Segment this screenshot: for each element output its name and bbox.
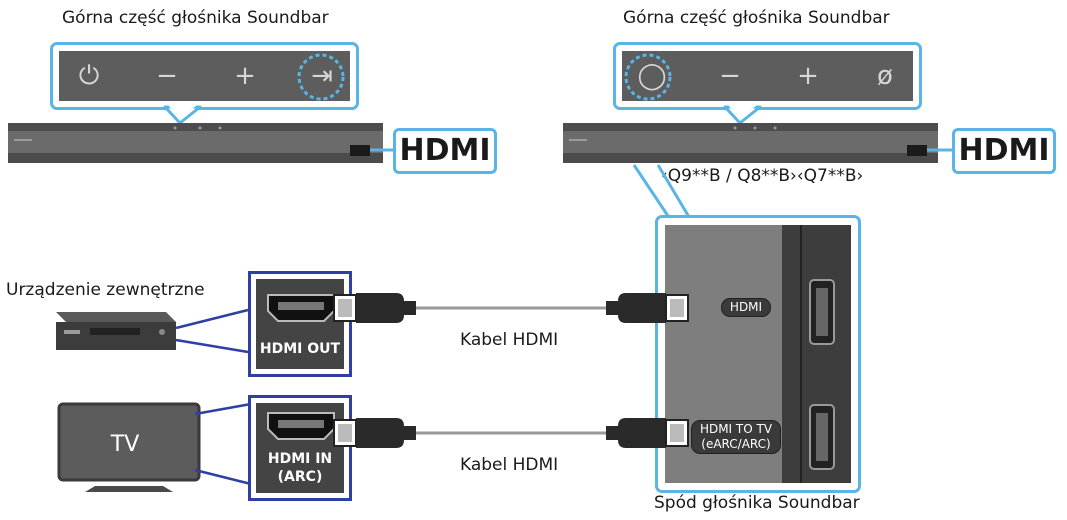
soundbar-hdmi-label: HDMI	[721, 298, 771, 317]
cable-label-1: Kabel HDMI	[460, 330, 559, 350]
tv-icon	[57, 402, 252, 492]
hdmi-out-label: HDMI OUT	[259, 341, 341, 357]
volume-up-icon[interactable]: +	[797, 61, 819, 91]
multifunction-highlight-circle	[624, 53, 672, 101]
mic-off-icon[interactable]: ø	[877, 61, 893, 91]
hdmi-in-label-line2: (ARC)	[277, 469, 323, 485]
volume-up-icon[interactable]: +	[234, 61, 256, 91]
external-device-icon	[56, 308, 249, 354]
cable-label-2: Kabel HDMI	[460, 455, 559, 475]
hdmi-cable-1	[333, 293, 689, 323]
caption-external-device: Urządzenie zewnętrzne	[6, 280, 205, 300]
bottom-panel-edge	[800, 225, 802, 483]
volume-down-icon[interactable]: −	[156, 61, 178, 91]
caption-top-left: Górna część głośnika Soundbar	[62, 8, 329, 28]
hdmi-in-port-surface: HDMI IN (ARC)	[256, 403, 344, 493]
soundbar-right	[563, 105, 953, 163]
soundbar-left	[8, 105, 395, 163]
caption-top-right: Górna część głośnika Soundbar	[623, 8, 890, 28]
top-control-panel-left: ⏻ − + ⇥	[50, 42, 359, 110]
control-panel-surface: ⏻ − + ⇥	[59, 51, 350, 101]
volume-down-icon[interactable]: −	[719, 61, 741, 91]
hdmi-port-icon	[267, 294, 335, 322]
source-highlight-circle	[297, 53, 345, 101]
hdmi-to-tv-line1: HDMI TO TV	[699, 422, 773, 436]
hdmi-in-label-line1: HDMI IN	[267, 451, 333, 467]
hdmi-callout-right: HDMI	[952, 128, 1056, 174]
multifunction-icon[interactable]: ◯	[637, 61, 667, 91]
hdmi-port-icon	[267, 412, 335, 440]
soundbar-bottom-panel: HDMI HDMI TO TV (eARC/ARC)	[655, 215, 861, 493]
soundbar-hdmi-port	[809, 279, 835, 345]
model-label: ‹Q9**B / Q8**B›‹Q7**B›	[661, 166, 864, 186]
soundbar-hdmi-to-tv-port	[809, 404, 835, 470]
hdmi-callout-left: HDMI	[393, 128, 497, 174]
hdmi-to-tv-line2: (eARC/ARC)	[701, 437, 771, 451]
source-icon[interactable]: ⇥	[311, 61, 333, 91]
hdmi-cable-2	[333, 418, 689, 448]
hdmi-cables	[333, 293, 689, 448]
hdmi-in-port-panel: HDMI IN (ARC)	[248, 395, 352, 501]
caption-bottom-soundbar: Spód głośnika Soundbar	[654, 493, 860, 513]
bottom-callout-wedge	[632, 164, 694, 223]
soundbar-hdmi-to-tv-label: HDMI TO TV (eARC/ARC)	[691, 420, 781, 454]
tv-label: TV	[110, 432, 140, 457]
power-icon[interactable]: ⏻	[78, 61, 100, 91]
